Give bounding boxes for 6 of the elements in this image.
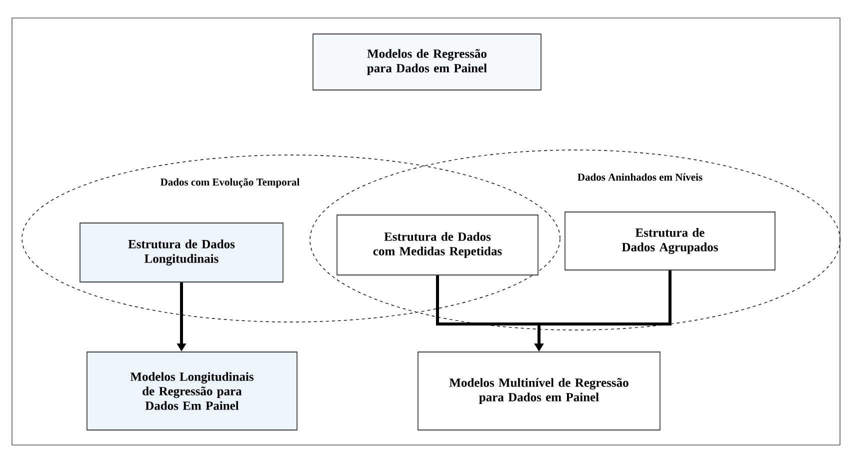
process-box: Estrutura de Dados com Medidas Repetidas — [336, 214, 538, 276]
process-box: Modelos Multinível de Regressão para Dados em Painel — [418, 352, 660, 430]
process-box: Modelos Longitudinais de Regressão para Dados Em Painel — [86, 352, 298, 430]
process-box: Estrutura de Dados Agrupados — [564, 212, 776, 270]
title-box: Modelos de Regressão para Dados em Painel — [312, 34, 542, 90]
process-box: Estrutura de Dados Longitudinais — [80, 222, 284, 282]
